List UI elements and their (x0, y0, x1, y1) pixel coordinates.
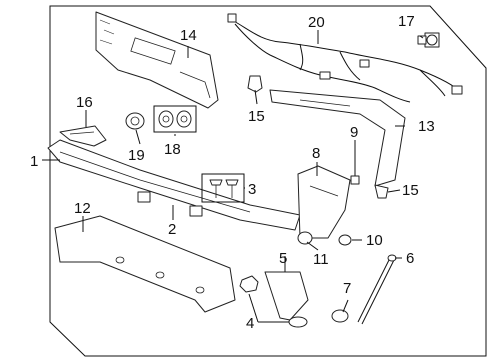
part-3-bolt-set (201, 173, 245, 203)
part-14-panel (95, 11, 219, 109)
callout-11: 11 (313, 251, 329, 268)
part-5-bracket (264, 271, 309, 321)
callout-18: 18 (164, 141, 181, 158)
part-4-nut (239, 275, 308, 328)
callout-8: 8 (312, 145, 320, 162)
part-20-wiring-harness (227, 13, 463, 103)
callout-13: 13 (418, 118, 435, 135)
callout-10: 10 (366, 232, 383, 249)
callout-19: 19 (128, 147, 145, 164)
leader-lines (42, 30, 424, 323)
callout-14: 14 (180, 27, 197, 44)
part-15-clip-upper (247, 75, 263, 93)
callout-12: 12 (74, 200, 91, 217)
part-6-strut (357, 254, 397, 325)
callout-15-upper: 15 (248, 108, 265, 125)
part-17-plug (417, 32, 440, 48)
callout-16: 16 (76, 94, 93, 111)
part-1-bumper-bar (47, 139, 301, 231)
part-10-push-pin (338, 234, 352, 246)
part-13-side-bracket (269, 89, 406, 187)
part-9-bolt (350, 146, 360, 185)
callout-9: 9 (350, 124, 358, 141)
part-8-bracket (297, 165, 351, 239)
part-18-bushing-set (153, 105, 197, 133)
diagram-frame (49, 5, 487, 357)
callout-20: 20 (308, 14, 325, 31)
callout-4: 4 (246, 315, 254, 332)
part-16-end-piece (59, 125, 107, 147)
part-19-bushing (125, 112, 145, 130)
callout-1: 1 (30, 153, 38, 170)
callout-3: 3 (248, 181, 256, 198)
callout-labels: 1 2 3 4 5 6 7 8 9 10 11 12 13 14 15 15 1… (30, 13, 435, 332)
callout-6: 6 (406, 250, 414, 267)
part-12-reinforcement (54, 215, 236, 313)
callout-7: 7 (343, 280, 351, 297)
part-7-fastener (331, 309, 349, 323)
callout-5: 5 (279, 250, 287, 267)
callout-17: 17 (398, 13, 415, 30)
part-11-push-pin (297, 231, 313, 245)
callout-2: 2 (168, 221, 176, 238)
callout-15-lower: 15 (402, 182, 419, 199)
part-15-clip-lower (374, 184, 389, 199)
